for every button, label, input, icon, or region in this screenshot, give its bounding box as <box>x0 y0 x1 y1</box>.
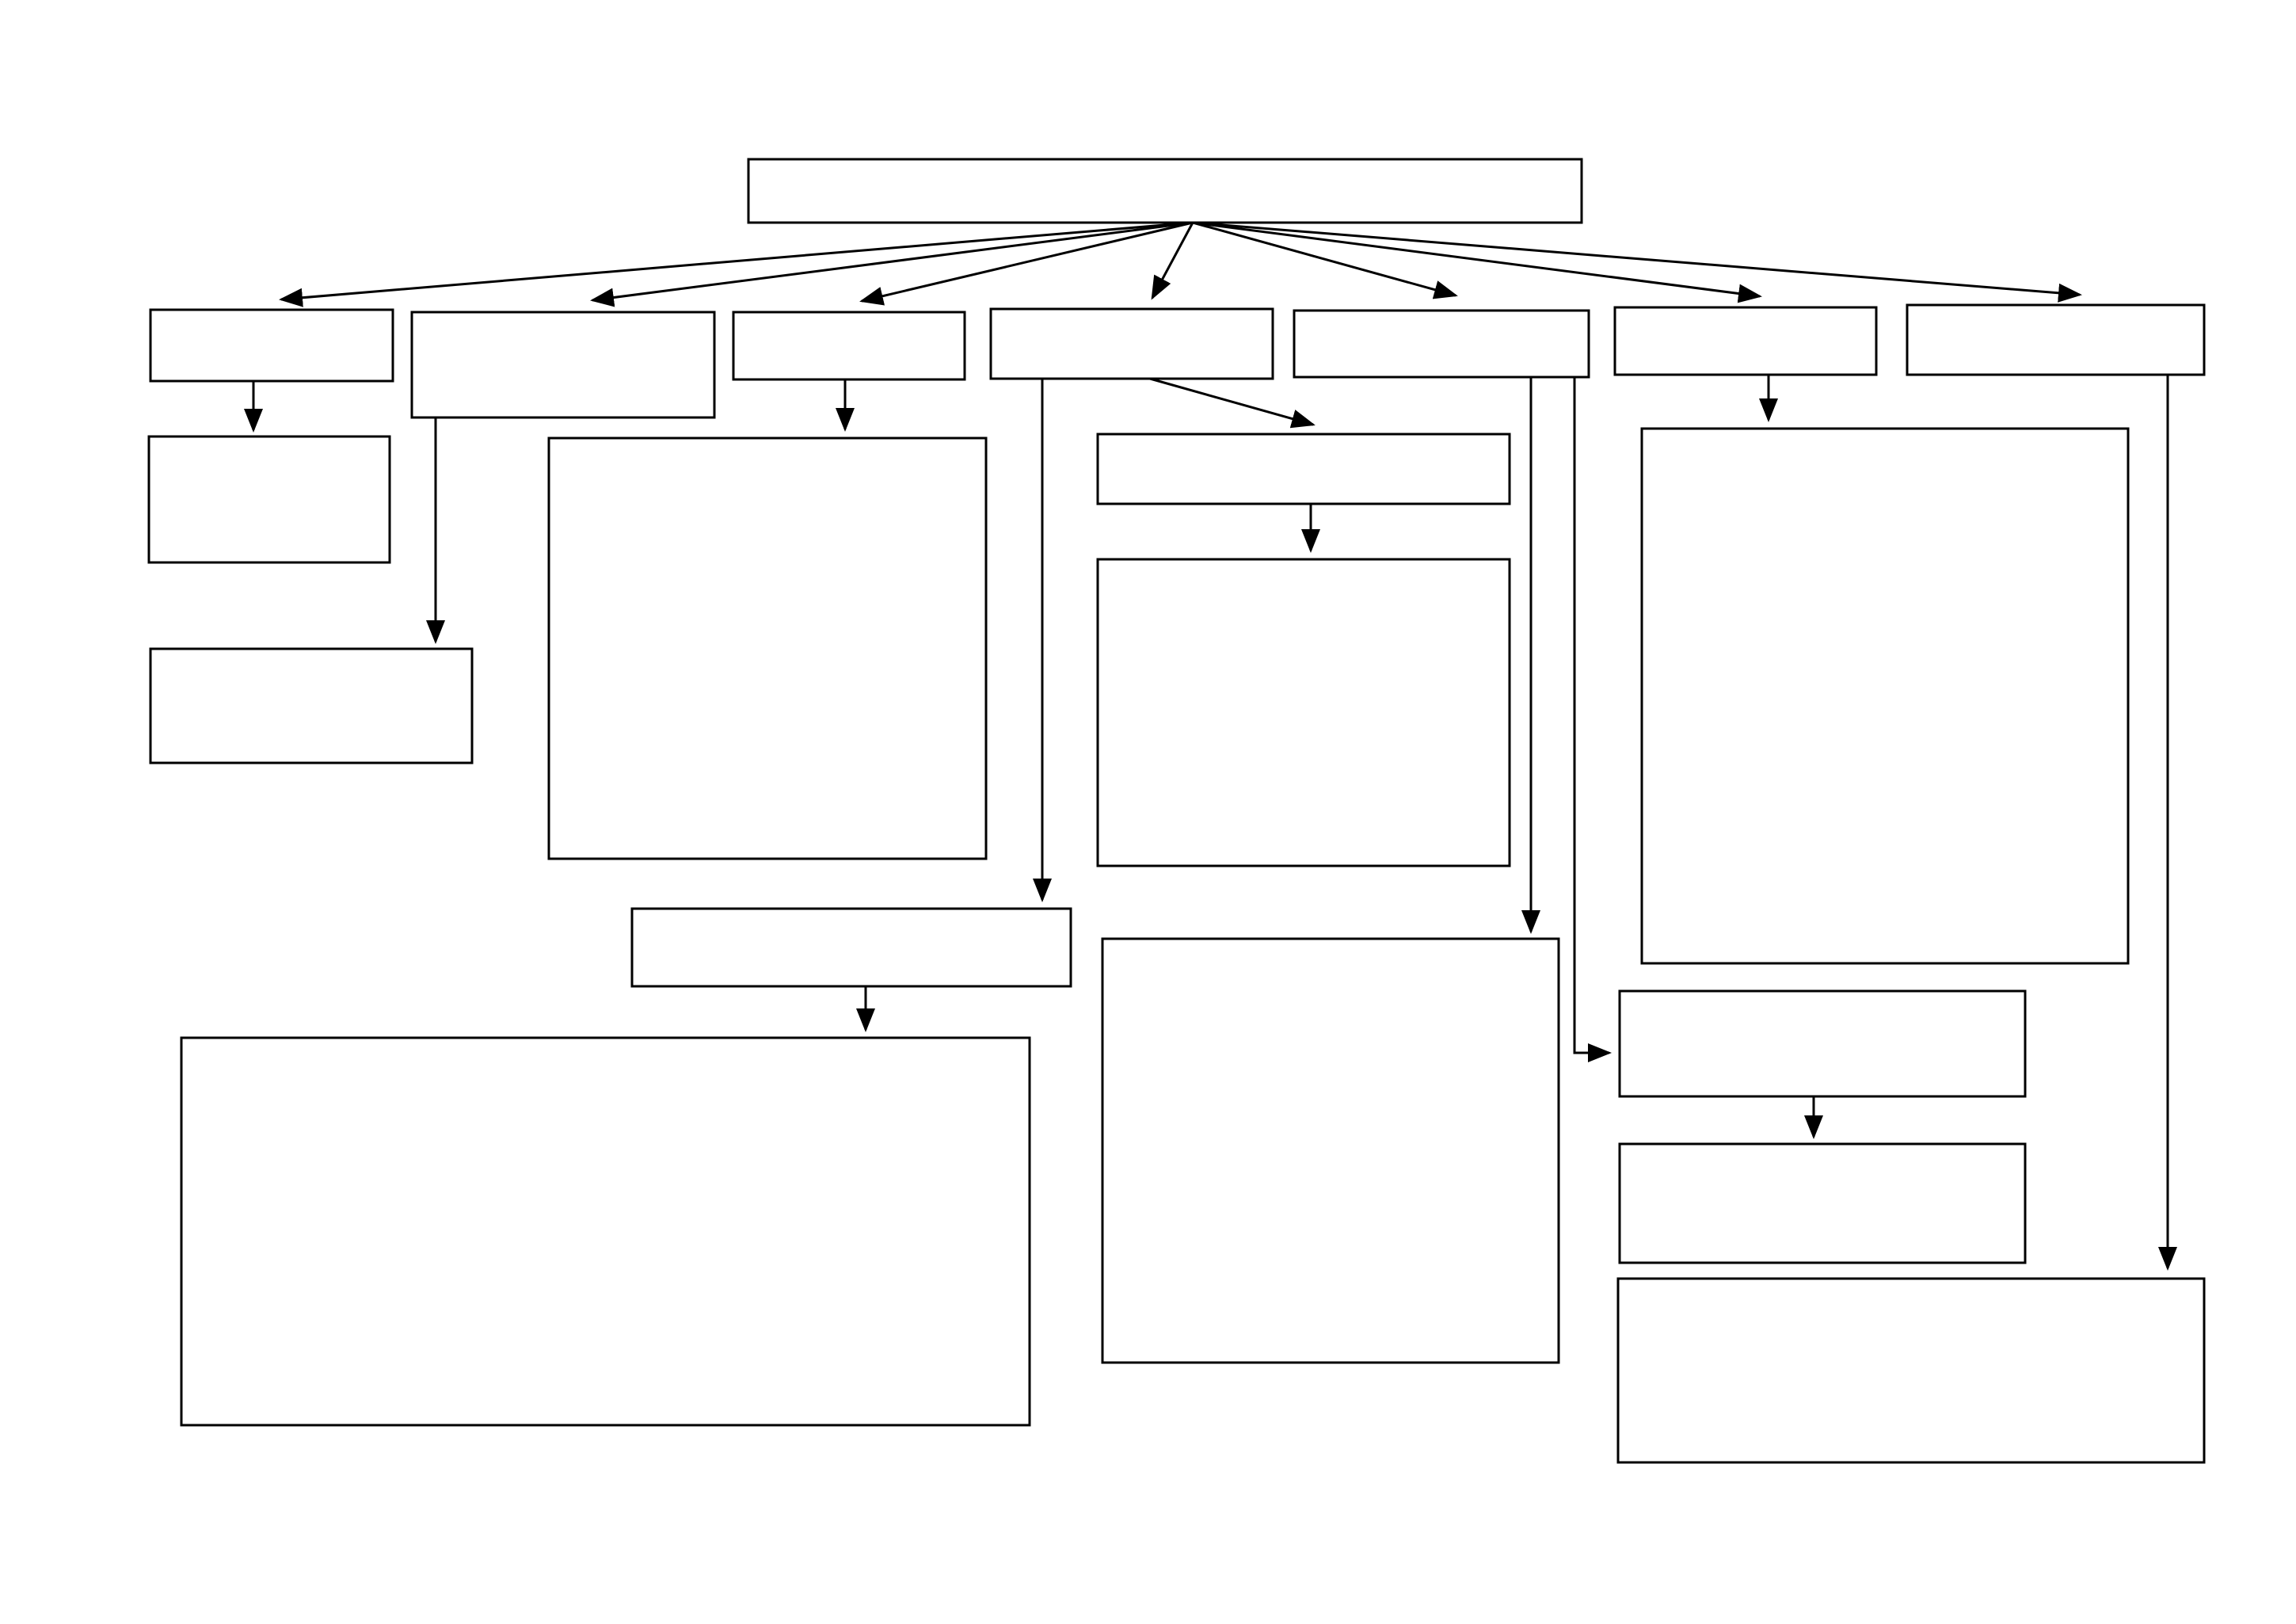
branch-5-child-b-box <box>1618 989 2027 1098</box>
branch-box-1 <box>149 308 394 383</box>
connector-root-branch-7 <box>1192 221 2082 303</box>
branch-4-child-a-box <box>1096 433 1511 505</box>
connector-root-branch-3 <box>859 221 1194 306</box>
branch-box-6 <box>1613 306 1878 376</box>
connector-root-branch-2 <box>590 221 1194 307</box>
branch-box-2 <box>410 311 716 419</box>
branch-4-child-b-box <box>630 907 1072 988</box>
branch-box-3 <box>732 311 966 381</box>
connector-root-branch-1 <box>279 221 1194 307</box>
branch-5-child-a-box <box>1101 937 1560 1364</box>
connector-branch-4-child-a <box>1149 377 1316 429</box>
root-box <box>747 158 1583 224</box>
branch-box-7 <box>1906 303 2206 376</box>
branch-1-child-box <box>147 435 391 564</box>
branch-4-child-a-detail-box <box>1096 558 1511 867</box>
connector-root-branch-4 <box>1151 222 1194 300</box>
connector-branch-5-child-b <box>1573 377 1612 1062</box>
branch-box-4 <box>989 307 1274 380</box>
branch-4-child-b-detail-box <box>180 1036 1031 1427</box>
branch-7-child-box <box>1616 1277 2206 1464</box>
branch-2-child-box <box>149 647 474 764</box>
branch-6-child-box <box>1640 427 2130 965</box>
connector-root-branch-5 <box>1192 221 1458 299</box>
branch-box-5 <box>1293 309 1590 379</box>
connector-root-branch-6 <box>1192 221 1762 303</box>
branch-3-child-box <box>547 436 988 860</box>
branch-5-child-b-detail-box <box>1618 1142 2027 1264</box>
